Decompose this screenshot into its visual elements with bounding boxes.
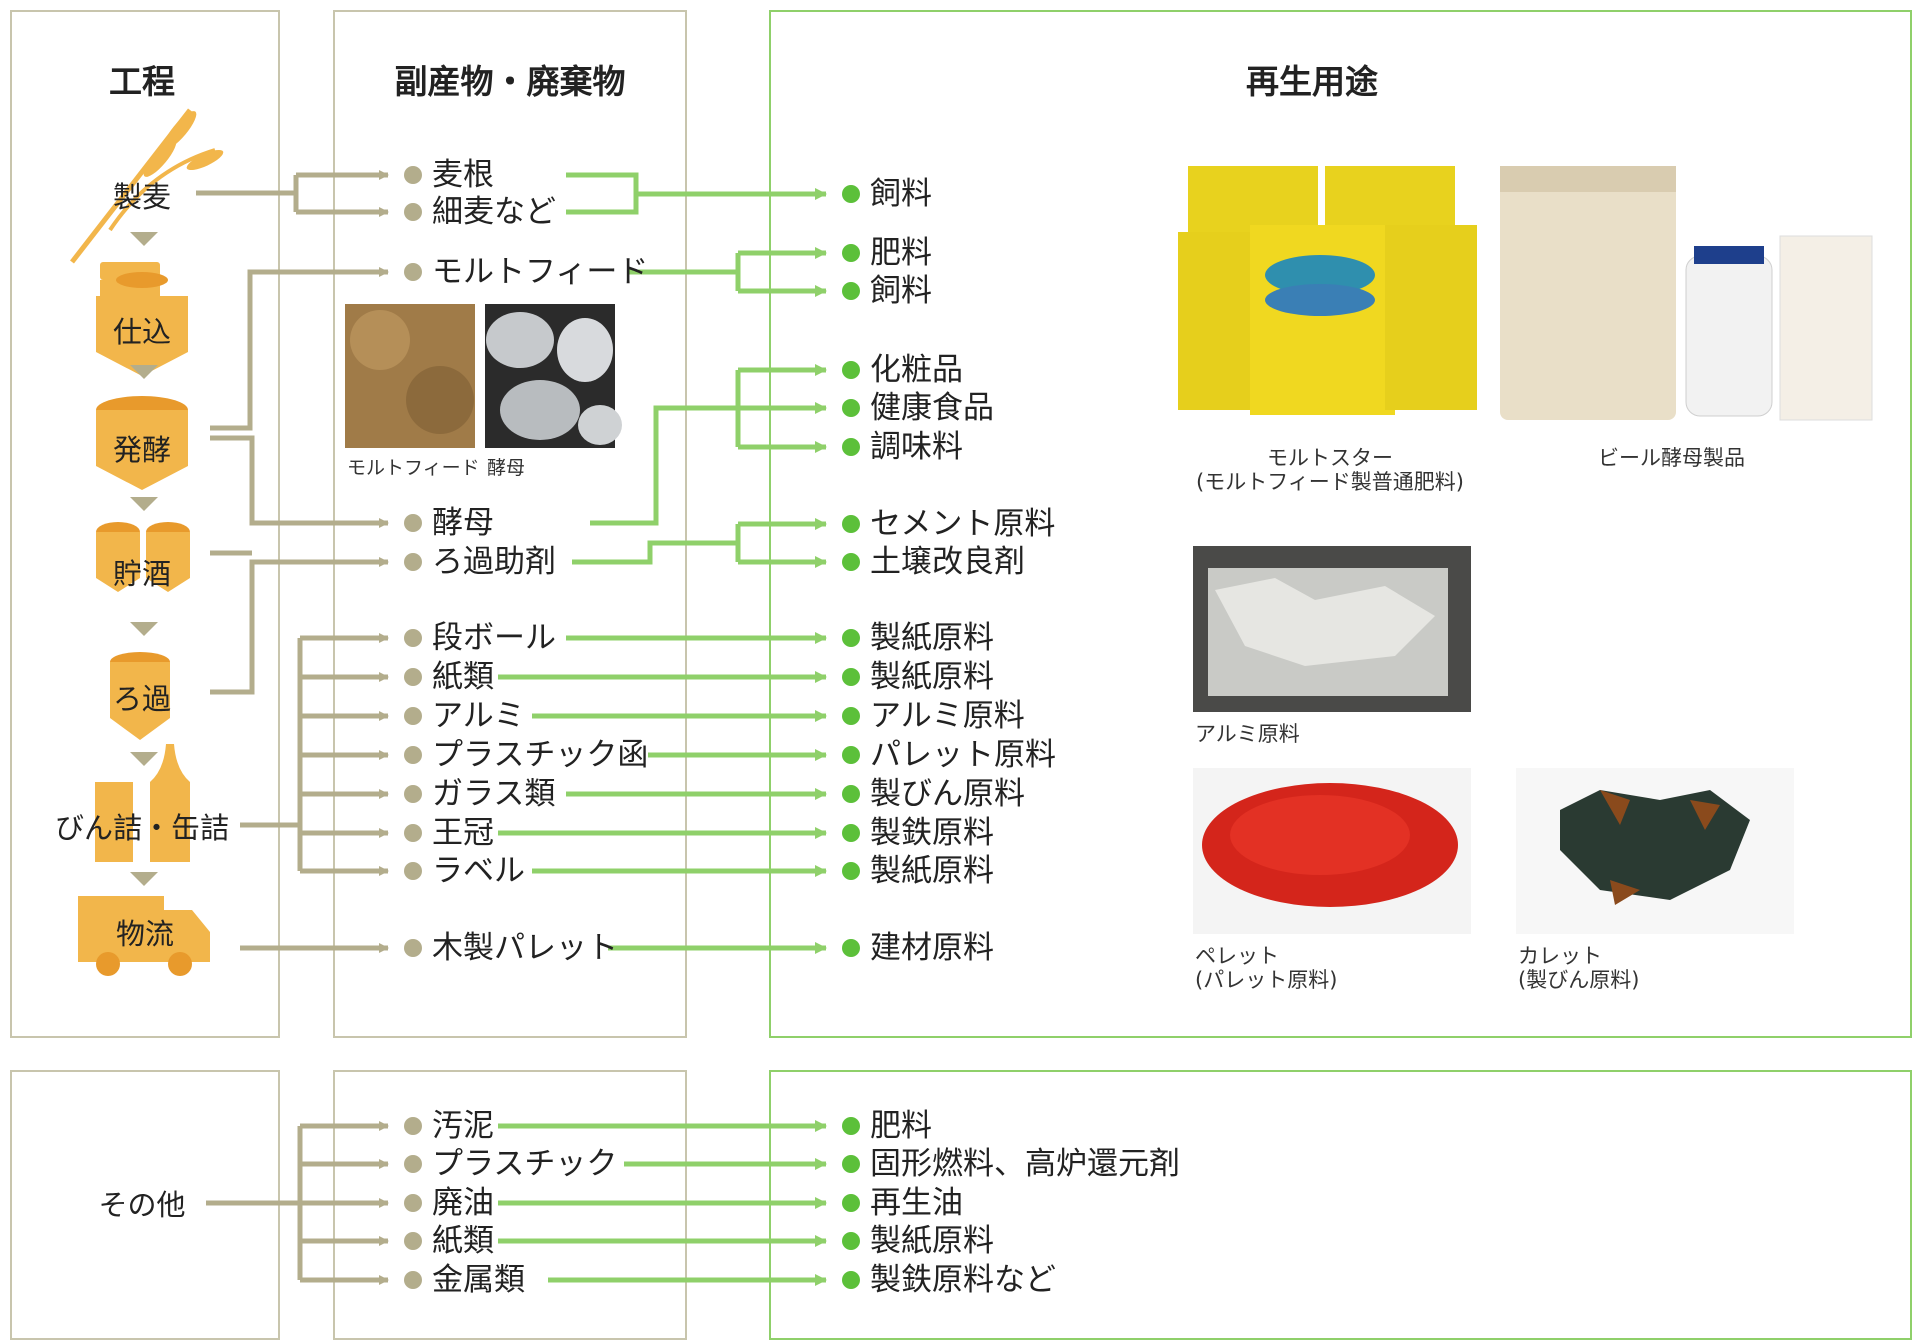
process-step-other: その他: [98, 1188, 186, 1222]
use-item: アルミ原料: [842, 696, 1025, 736]
use-item: 製びん原料: [842, 774, 1025, 814]
process-step-mashing: 仕込: [112, 315, 172, 349]
use-item: 飼料: [842, 271, 932, 311]
use-item: 製紙原料: [842, 851, 994, 891]
use-item: 肥料: [842, 233, 932, 273]
reuse-header: 再生用途: [1246, 62, 1378, 101]
yeast-products-caption: ビール酵母製品: [1598, 446, 1745, 470]
byproduct-item: ラベル: [404, 851, 525, 891]
byproduct-item: 王冠: [404, 813, 494, 853]
other-byproduct-item: 紙類: [404, 1221, 494, 1261]
process-header: 工程: [109, 62, 175, 101]
other-byproduct-item: 廃油: [404, 1183, 494, 1223]
other-use-item: 製紙原料: [842, 1221, 994, 1261]
moltfeed-photo: [345, 304, 475, 448]
process-step-bottling: びん詰・缶詰: [54, 811, 230, 845]
other-byproduct-item: プラスチック: [404, 1144, 617, 1184]
byproduct-item: 段ボール: [404, 618, 556, 658]
byproduct-item: アルミ: [404, 696, 525, 736]
yeast-photo: [485, 304, 622, 448]
cullet-caption: カレット (製びん原料): [1518, 944, 1640, 992]
process-step-filtration: ろ過: [112, 682, 172, 716]
yeast-products-photo: [1500, 166, 1873, 421]
byproduct-item: 麦根: [404, 155, 494, 195]
byproduct-item: ガラス類: [404, 774, 555, 814]
moltstar-caption: モルトスター (モルトフィード製普通肥料): [1196, 446, 1464, 494]
pellet-photo: [1193, 768, 1471, 934]
use-item: 化粧品: [842, 350, 963, 390]
byproduct-item: 木製パレット: [404, 928, 618, 968]
process-step-storage: 貯酒: [112, 557, 172, 591]
use-item: 建材原料: [842, 928, 994, 968]
use-item: 土壌改良剤: [842, 542, 1025, 582]
pellet-caption: ペレット (パレット原料): [1195, 944, 1338, 992]
other-use-item: 製鉄原料など: [842, 1260, 1056, 1300]
yeast-caption: 酵母: [487, 457, 526, 479]
moltstar-bags-photo: [1178, 166, 1477, 415]
cullet-photo: [1516, 768, 1794, 934]
process-step-malting: 製麦: [112, 180, 172, 214]
byproduct-item: 細麦など: [404, 192, 556, 232]
byproduct-item: ろ過助剤: [404, 542, 556, 582]
process-tanks: [78, 232, 210, 976]
aluminum-caption: アルミ原料: [1195, 722, 1300, 746]
aluminum-bale-photo: [1193, 546, 1471, 712]
use-item: 製紙原料: [842, 657, 994, 697]
use-item: 製紙原料: [842, 618, 994, 658]
use-item: セメント原料: [842, 504, 1055, 544]
byproduct-item: 紙類: [404, 657, 494, 697]
wheat-icon: [70, 108, 224, 264]
other-use-item: 肥料: [842, 1106, 932, 1146]
byproduct-item: モルトフィード: [404, 252, 648, 292]
byproduct-header: 副産物・廃棄物: [394, 62, 626, 101]
use-item: 調味料: [842, 427, 963, 467]
process-step-fermentation: 発酵: [112, 433, 172, 467]
use-item: パレット原料: [842, 735, 1056, 775]
process-step-logistics: 物流: [115, 917, 175, 951]
other-use-item: 固形燃料、高炉還元剤: [842, 1144, 1180, 1184]
use-item: 製鉄原料: [842, 813, 994, 853]
other-byproduct-item: 汚泥: [404, 1106, 494, 1146]
moltfeed-caption: モルトフィード: [347, 457, 480, 479]
other-use-item: 再生油: [842, 1183, 963, 1223]
use-item: 飼料: [842, 174, 932, 214]
use-item: 健康食品: [842, 388, 994, 428]
byproduct-item: 酵母: [404, 503, 494, 543]
byproduct-item: プラスチック函: [404, 735, 648, 775]
other-byproduct-item: 金属類: [404, 1260, 525, 1300]
